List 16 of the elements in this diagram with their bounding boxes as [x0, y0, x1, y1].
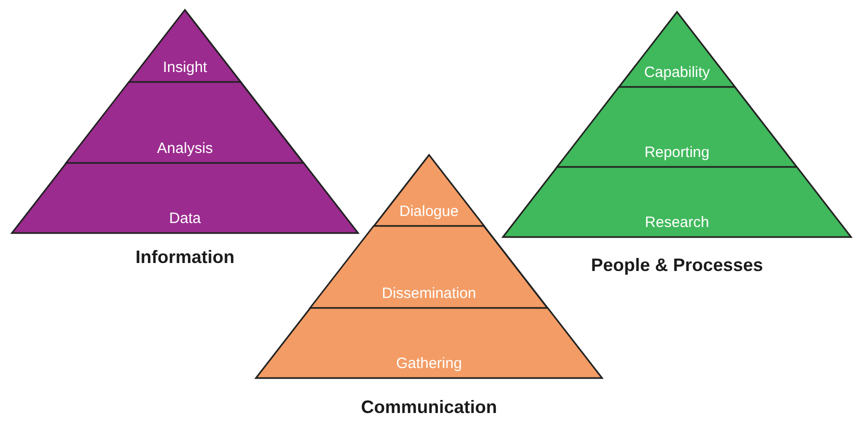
- tier-label: Dissemination: [382, 285, 476, 302]
- pyramid-tier: [503, 167, 851, 237]
- tier-label: Capability: [644, 64, 710, 81]
- tier-label: Research: [644, 214, 710, 231]
- tier-label: Insight: [162, 59, 208, 76]
- pyramid-tier: [12, 163, 358, 233]
- tier-label: Analysis: [157, 140, 213, 157]
- pyramid-title: People & Processes: [590, 255, 764, 276]
- pyramid-tier: [256, 308, 602, 378]
- pyramid-title: Communication: [361, 397, 497, 418]
- tier-label: Gathering: [396, 355, 462, 372]
- pyramid-title: Information: [136, 247, 234, 268]
- pyramid: [503, 12, 851, 276]
- tier-label: Data: [169, 210, 201, 227]
- tier-label: Reporting: [644, 144, 710, 161]
- tier-label: Dialogue: [399, 203, 459, 220]
